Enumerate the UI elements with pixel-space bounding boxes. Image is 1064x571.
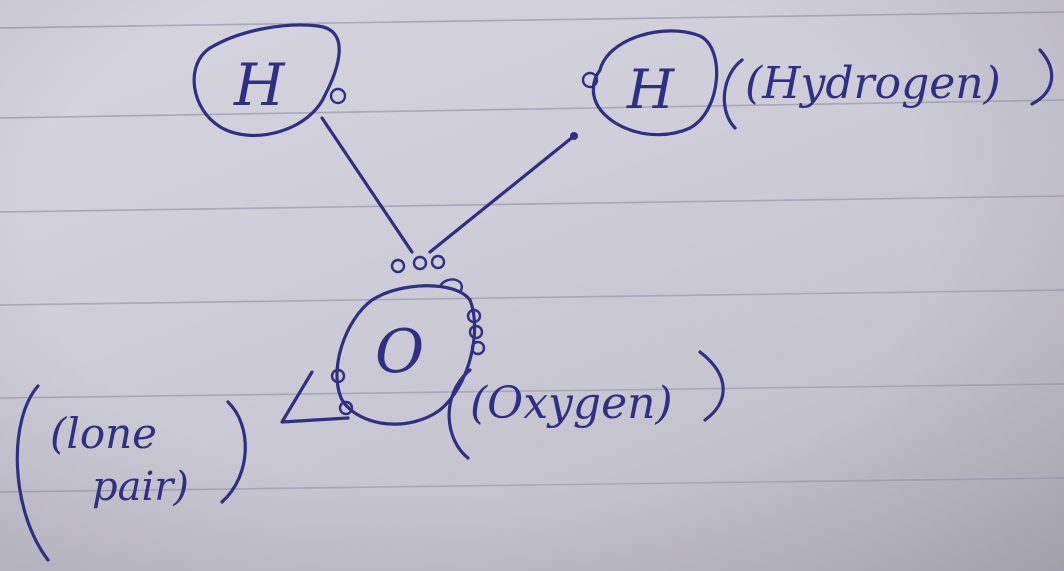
hydrogen-left-symbol: H [233,51,286,119]
oxygen-atom: O [280,278,486,426]
hydrogen-right-symbol: H [626,58,675,121]
oxygen-symbol: O [375,317,424,387]
lone-pair-label: (lone pair) [15,384,247,562]
bonds [320,116,578,254]
hydrogen-label-text: (Hydrogen) [745,58,1001,109]
oxygen-label: (Oxygen) [447,350,725,460]
ruled-lines [0,11,1064,493]
lone-pair-label-line2: pair) [92,464,189,510]
hydrogen-label: (Hydrogen) [722,48,1054,130]
bond-electrons [390,254,446,274]
lone-pair-label-line1: (lone [50,409,157,458]
hydrogen-atom-right: H [581,29,719,137]
hydrogen-atom-left: H [192,23,347,137]
oxygen-label-text: (Oxygen) [470,378,673,429]
